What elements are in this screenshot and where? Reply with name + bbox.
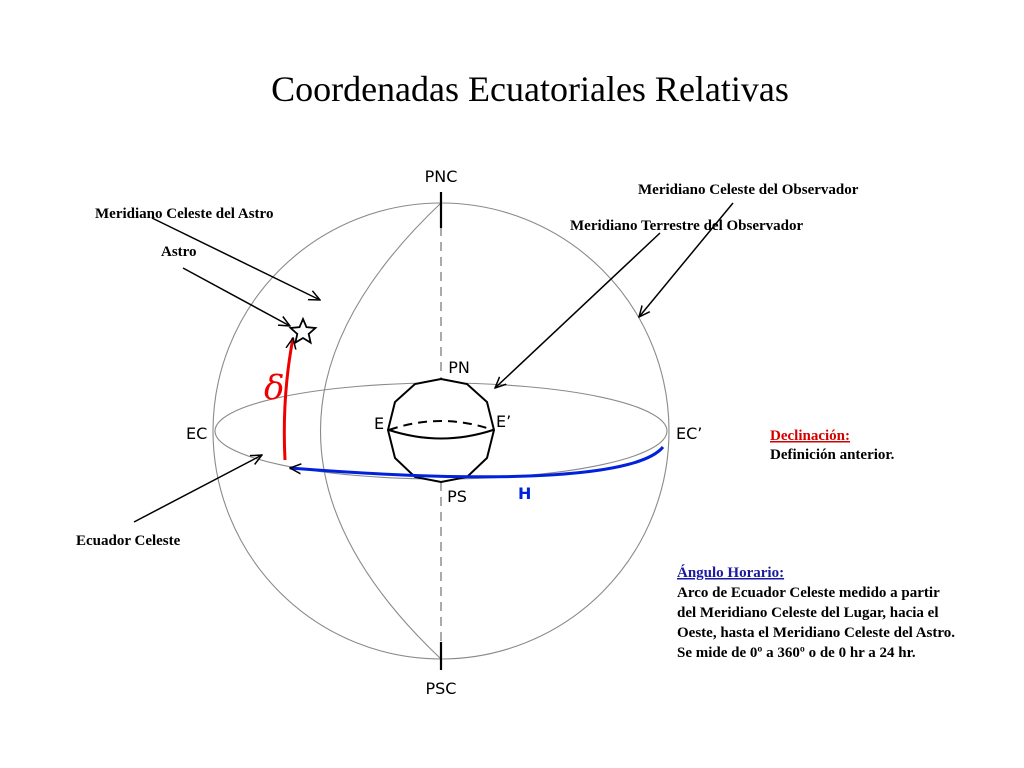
label-pn: PN xyxy=(448,358,470,377)
earth-globe xyxy=(386,377,496,484)
angulo-horario-line-2: del Meridiano Celeste del Lugar, hacia e… xyxy=(677,605,939,621)
page-title: Coordenadas Ecuatoriales Relativas xyxy=(271,69,789,109)
arrow-astro xyxy=(182,267,290,326)
earth-equator-front xyxy=(388,429,494,440)
label-delta: δ xyxy=(264,368,284,408)
label-ec: EC xyxy=(186,424,207,443)
angulo-horario-line-3: Oeste, hasta el Meridiano Celeste del As… xyxy=(677,625,955,641)
hour-angle-arc xyxy=(290,446,665,479)
label-ec-prime: EC’ xyxy=(676,424,702,443)
arrow-meridiano-celeste-astro xyxy=(151,217,320,300)
callout-astro: Astro xyxy=(161,244,197,260)
star-outline-icon xyxy=(288,316,318,345)
label-e-prime: E’ xyxy=(496,412,511,431)
callout-meridiano-celeste-observador: Meridiano Celeste del Observador xyxy=(638,182,859,198)
angulo-horario-line-1: Arco de Ecuador Celeste medido a partir xyxy=(677,585,940,601)
label-h: H xyxy=(518,484,531,503)
callout-meridiano-celeste-astro: Meridiano Celeste del Astro xyxy=(95,206,273,222)
angulo-horario-heading: Ángulo Horario: xyxy=(677,564,784,581)
declinacion-text: Definición anterior. xyxy=(770,447,895,463)
declination-arc xyxy=(282,338,293,461)
label-e: E xyxy=(374,414,384,433)
callout-meridiano-terrestre-observador: Meridiano Terrestre del Observador xyxy=(570,218,804,234)
arrow-meridiano-celeste-observador xyxy=(639,202,734,317)
arrow-meridiano-terrestre-observador xyxy=(495,232,661,388)
label-ps: PS xyxy=(447,487,467,506)
arrow-ecuador-celeste xyxy=(133,455,262,523)
star-meridian-arc xyxy=(320,202,442,660)
callout-ecuador-celeste: Ecuador Celeste xyxy=(76,533,181,549)
angulo-horario-line-4: Se mide de 0º a 360º o de 0 hr a 24 hr. xyxy=(677,645,916,661)
label-pnc: PNC xyxy=(425,167,458,186)
declinacion-heading: Declinación: xyxy=(770,428,850,444)
label-psc: PSC xyxy=(426,679,457,698)
earth-equator-back xyxy=(388,420,494,431)
